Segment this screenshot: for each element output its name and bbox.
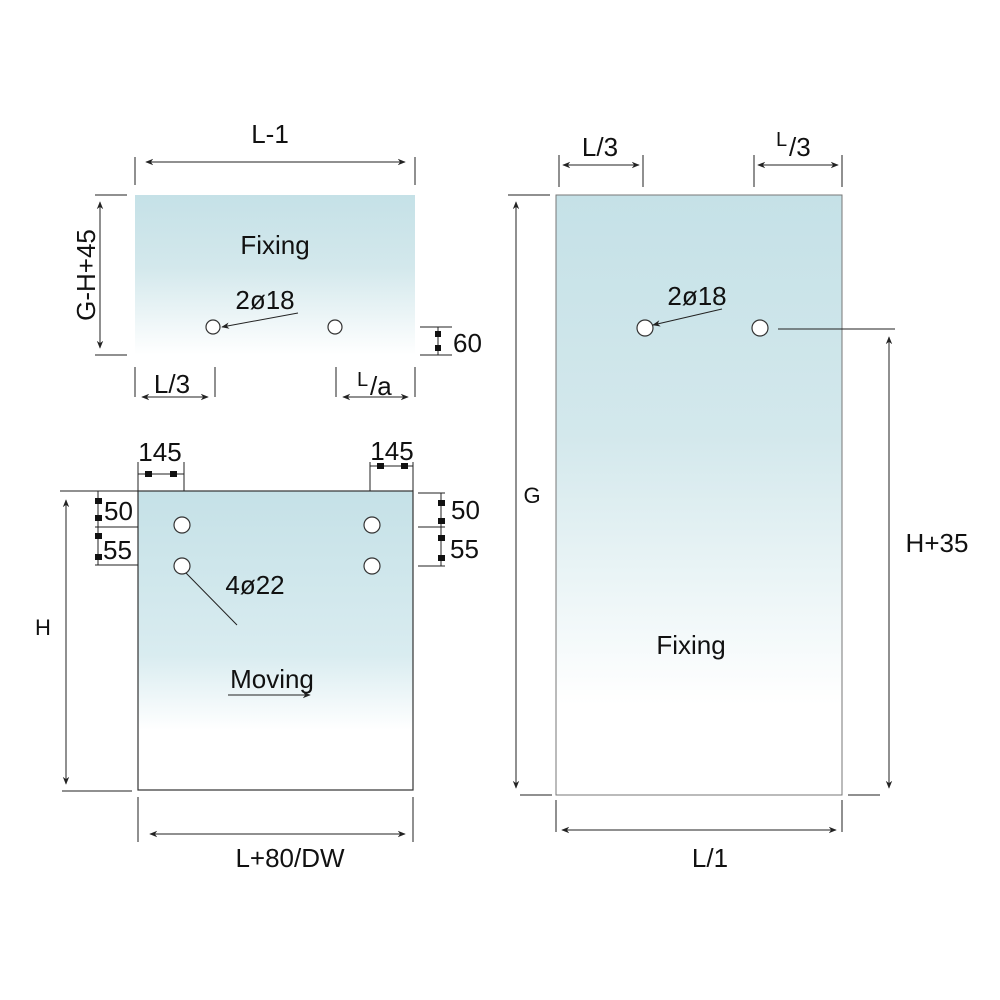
height-label: H bbox=[35, 615, 51, 640]
hole bbox=[173, 557, 191, 575]
panel-name: Moving bbox=[230, 664, 314, 694]
glass-panel bbox=[137, 490, 414, 791]
dimension-tick bbox=[95, 498, 102, 504]
dimension-tick bbox=[438, 500, 445, 506]
dimension-tick bbox=[438, 555, 445, 561]
left-top-label: 50 bbox=[104, 496, 133, 526]
leader-line bbox=[221, 312, 299, 329]
width-label: L-1 bbox=[251, 119, 289, 149]
top-left-fixing-panel: Fixing 2ø18 L-1 G-H+45 60 L/3 L /a bbox=[71, 119, 482, 401]
hole bbox=[173, 516, 191, 534]
hole bbox=[363, 516, 381, 534]
hole-label: 4ø22 bbox=[225, 570, 284, 600]
hole-offset-label: 60 bbox=[453, 328, 482, 358]
right-hole-label: /a bbox=[370, 371, 392, 401]
left-hole-label: L/3 bbox=[154, 369, 190, 399]
right-hole-label-sup: L bbox=[776, 129, 787, 151]
glass-panel bbox=[555, 194, 843, 796]
hole bbox=[205, 319, 221, 335]
right-hole-label: /3 bbox=[789, 132, 811, 162]
dimension-tick bbox=[95, 554, 102, 560]
right-hole-label-sup: L bbox=[357, 369, 368, 391]
leader-line bbox=[652, 308, 723, 327]
right-spacing-label: 55 bbox=[450, 534, 479, 564]
left-spacing-label: 55 bbox=[103, 535, 132, 565]
left-hole-label: L/3 bbox=[582, 132, 618, 162]
width-label: L+80/DW bbox=[235, 843, 345, 873]
dimension-tick bbox=[95, 533, 102, 539]
panel-name: Fixing bbox=[656, 630, 725, 660]
panel-name: Fixing bbox=[240, 230, 309, 260]
dimension-tick bbox=[95, 515, 102, 521]
hole bbox=[363, 557, 381, 575]
width-label: L/1 bbox=[692, 843, 728, 873]
hole-label: 2ø18 bbox=[235, 285, 294, 315]
dimension-tick bbox=[170, 471, 177, 477]
hole-height-label: H+35 bbox=[906, 528, 969, 558]
right-top-label: 50 bbox=[451, 495, 480, 525]
height-label: G bbox=[523, 483, 540, 508]
left-offset-label: 145 bbox=[138, 437, 181, 467]
dimension-tick bbox=[435, 345, 441, 351]
right-offset-label: 145 bbox=[370, 436, 413, 466]
height-label: G-H+45 bbox=[71, 229, 101, 321]
hole-label: 2ø18 bbox=[667, 281, 726, 311]
bottom-left-moving-panel: 4ø22 Moving 145 145 50 55 bbox=[35, 436, 480, 873]
leader-line bbox=[185, 572, 238, 626]
dimension-tick bbox=[145, 471, 152, 477]
right-fixing-panel: 2ø18 Fixing L/3 L /3 G H+35 L/1 bbox=[508, 129, 968, 873]
hole bbox=[327, 319, 343, 335]
dimension-tick bbox=[438, 535, 445, 541]
hole bbox=[636, 319, 654, 337]
dimension-tick bbox=[377, 463, 384, 469]
dimension-tick bbox=[435, 331, 441, 337]
glass-panel bbox=[135, 195, 415, 355]
dimension-tick bbox=[438, 518, 445, 524]
hole bbox=[751, 319, 769, 337]
dimension-tick bbox=[401, 463, 408, 469]
